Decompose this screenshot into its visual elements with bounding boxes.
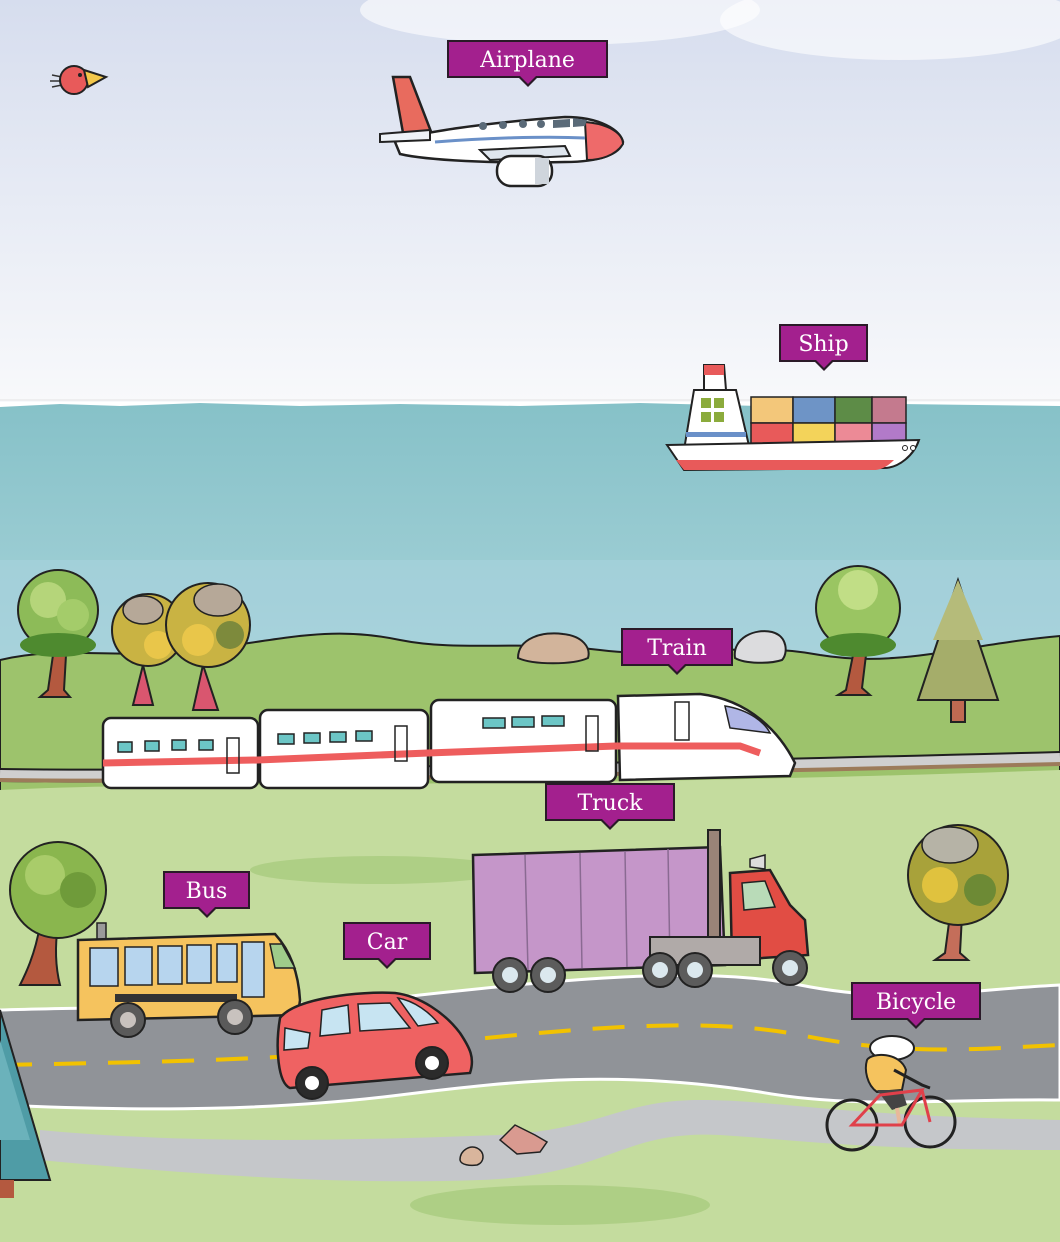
rock-icon (459, 1124, 549, 1167)
bus-icon (76, 922, 302, 1038)
bicycle-icon (825, 1035, 957, 1152)
truck-icon (471, 829, 810, 993)
tree-icon (9, 841, 107, 986)
pine-tree-icon (916, 576, 1000, 723)
label-ship[interactable]: Ship (779, 324, 868, 371)
car-icon (276, 991, 474, 1100)
tree-icon (907, 824, 1009, 961)
label-bus[interactable]: Bus (163, 871, 250, 918)
label-car[interactable]: Car (343, 922, 431, 969)
tree-icon (17, 569, 99, 698)
tree-group-right (815, 565, 1000, 723)
pine-tree-icon (0, 1009, 52, 1198)
bird-icon (50, 65, 109, 95)
ship-icon (665, 364, 921, 472)
label-train[interactable]: Train (621, 628, 733, 675)
label-truck[interactable]: Truck (545, 783, 675, 830)
tree-icon (815, 565, 901, 696)
train-icon (101, 692, 797, 790)
label-airplane[interactable]: Airplane (447, 40, 608, 87)
label-bicycle[interactable]: Bicycle (851, 982, 981, 1029)
rock-icon (733, 630, 787, 664)
tree-group-left (17, 569, 251, 711)
tree-icon (111, 593, 185, 706)
tree-icon (165, 582, 251, 711)
airplane-icon (379, 75, 625, 188)
rock-icon (516, 632, 590, 665)
